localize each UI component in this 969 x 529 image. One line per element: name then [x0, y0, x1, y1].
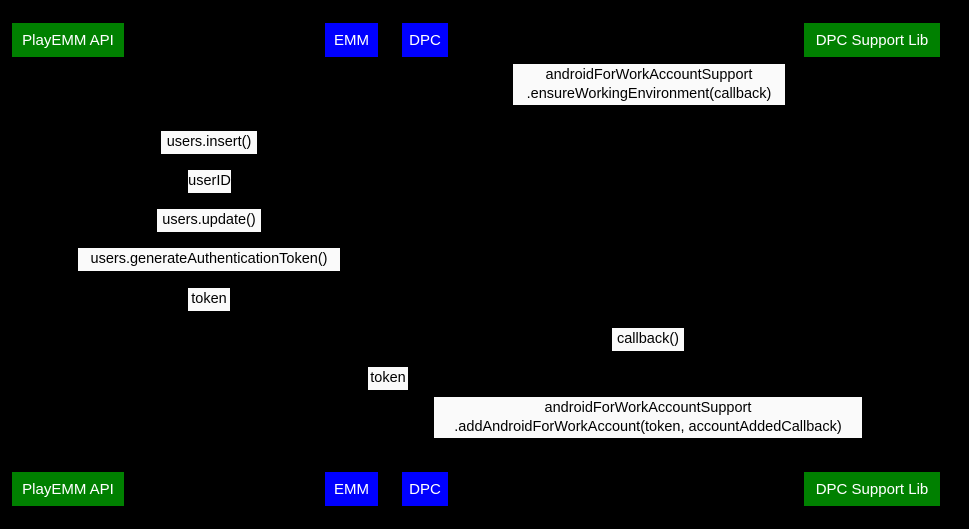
- message-arrow-m3: [68, 194, 351, 195]
- message-arrow-m4: [68, 233, 351, 234]
- lifeline-dpc_support_lib: [872, 57, 873, 472]
- message-label-m3: userID: [188, 170, 231, 193]
- message-arrow-m5: [68, 272, 351, 273]
- participant-footer-dpc[interactable]: DPC: [402, 472, 448, 506]
- participant-header-emm[interactable]: EMM: [325, 23, 378, 57]
- lifeline-dpc: [425, 57, 426, 472]
- message-label-m8: token: [368, 367, 408, 390]
- message-arrow-m6: [68, 312, 351, 313]
- message-label-m9: androidForWorkAccountSupport .addAndroid…: [434, 397, 862, 438]
- message-label-m7: callback(): [612, 328, 684, 351]
- message-label-m4: users.update(): [157, 209, 261, 232]
- message-arrow-m9: [425, 439, 872, 440]
- participant-header-dpc[interactable]: DPC: [402, 23, 448, 57]
- participant-footer-emm[interactable]: EMM: [325, 472, 378, 506]
- message-label-m5: users.generateAuthenticationToken(): [78, 248, 340, 271]
- participant-header-dpc_support_lib[interactable]: DPC Support Lib: [804, 23, 940, 57]
- message-label-m1: androidForWorkAccountSupport .ensureWork…: [513, 64, 785, 105]
- message-label-m2: users.insert(): [161, 131, 257, 154]
- lifeline-emm: [351, 57, 352, 472]
- message-arrow-m7: [425, 352, 872, 353]
- participant-footer-dpc_support_lib[interactable]: DPC Support Lib: [804, 472, 940, 506]
- message-label-m6: token: [188, 288, 230, 311]
- participant-header-playemm[interactable]: PlayEMM API: [12, 23, 124, 57]
- message-arrow-m2: [68, 155, 351, 156]
- lifeline-playemm: [68, 57, 69, 472]
- message-arrow-m8: [351, 391, 425, 392]
- participant-footer-playemm[interactable]: PlayEMM API: [12, 472, 124, 506]
- message-arrow-m1: [425, 106, 872, 107]
